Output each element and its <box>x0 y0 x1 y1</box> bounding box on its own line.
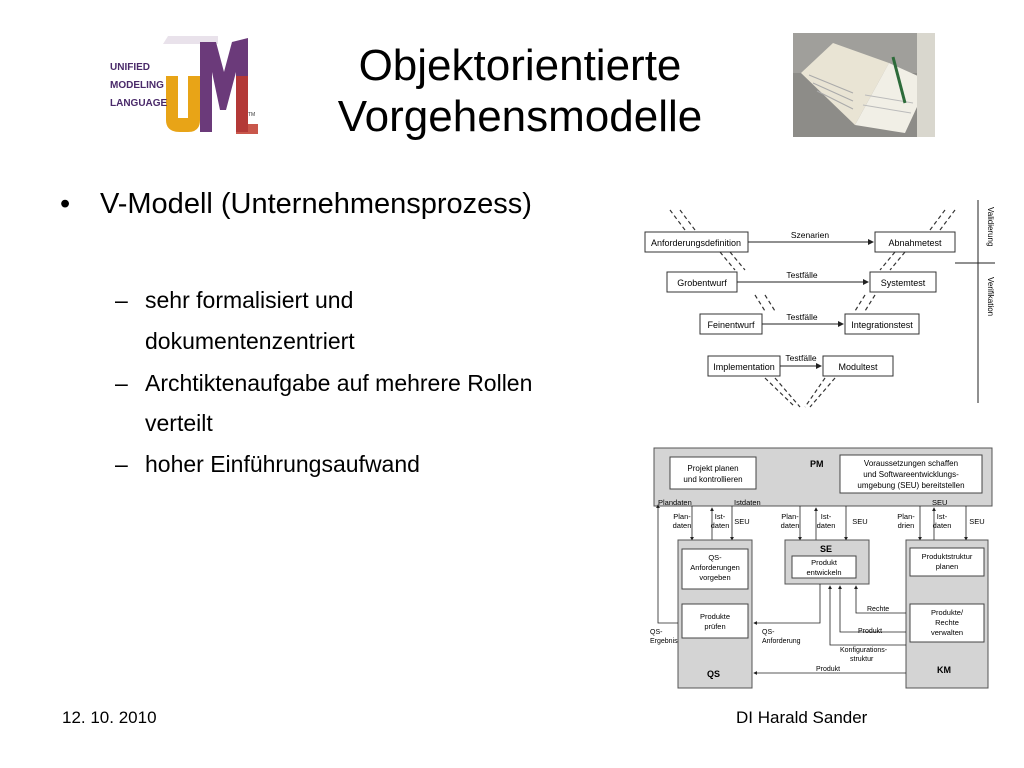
pm-box2-line1: Voraussetzungen schaffen <box>864 459 958 468</box>
col-ist-2a: Ist- <box>821 512 832 521</box>
bar-seu: SEU <box>932 498 947 507</box>
col-plan-3b: drien <box>898 521 915 530</box>
col-seu-3: SEU <box>969 517 984 526</box>
v-left-1: Anforderungsdefinition <box>651 238 741 248</box>
pm-box1-line2: und kontrollieren <box>683 475 742 484</box>
flow-qs-anf-1: QS- <box>762 629 775 636</box>
v-arrow-2: Testfälle <box>786 270 817 280</box>
bar-plandaten: Plandaten <box>658 498 692 507</box>
col-ist-1b: daten <box>711 521 730 530</box>
flow-produkt-1: Produkt <box>858 628 882 635</box>
col-plan-1b: daten <box>673 521 692 530</box>
km-box2-line1: Produkte/ <box>931 608 964 617</box>
pm-box2-line2: und Softwareentwicklungs- <box>863 470 959 479</box>
bullet-dot: • <box>60 188 71 220</box>
v-model-diagram: Anforderungsdefinition Grobentwurf Feine… <box>644 200 995 408</box>
km-box1-line1: Produktstruktur <box>922 552 973 561</box>
process-diagram: PM Projekt planen und kontrollieren Vora… <box>650 447 993 689</box>
qs-box2-line2: prüfen <box>704 622 725 631</box>
se-box-line1: Produkt <box>811 558 838 567</box>
v-right-1: Abnahmetest <box>888 238 942 248</box>
sub-dash: – <box>115 451 128 477</box>
km-label: KM <box>937 665 951 675</box>
pm-label: PM <box>810 459 824 469</box>
v-right-2: Systemtest <box>881 278 926 288</box>
v-side-top: Validierung <box>986 207 995 246</box>
flow-qs-anf-2: Anforderung <box>762 638 801 645</box>
km-box2-line2: Rechte <box>935 618 959 627</box>
sub-item-1-line-2: dokumentenzentriert <box>145 328 355 354</box>
logo-text-3: LANGUAGE <box>110 98 168 109</box>
km-box1-line2: planen <box>936 562 959 571</box>
v-arrow-4: Testfälle <box>785 353 816 363</box>
flow-konfig-2: struktur <box>850 656 874 663</box>
col-ist-2b: daten <box>817 521 836 530</box>
bar-istdaten: Istdaten <box>734 498 761 507</box>
v-left-3: Feinentwurf <box>707 320 755 330</box>
sub-dash: – <box>115 370 128 396</box>
col-plan-2b: daten <box>781 521 800 530</box>
flow-produkt-2: Produkt <box>816 666 840 673</box>
flow-qs-ergebnis-1: QS- <box>650 629 663 636</box>
title-line-2: Vorgehensmodelle <box>337 92 703 141</box>
pm-box1-line1: Projekt planen <box>687 464 738 473</box>
v-arrow-1: Szenarien <box>791 230 830 240</box>
se-box-line2: entwickeln <box>806 568 841 577</box>
footer-date: 12. 10. 2010 <box>62 708 157 727</box>
v-right-4: Modultest <box>838 362 878 372</box>
col-seu-2: SEU <box>852 517 867 526</box>
title-line-1: Objektorientierte <box>358 41 682 90</box>
sub-item-2-line-2: verteilt <box>145 410 213 436</box>
v-left-2: Grobentwurf <box>677 278 727 288</box>
v-right-3: Integrationstest <box>851 320 913 330</box>
sub-dash: – <box>115 287 128 313</box>
footer-author: DI Harald Sander <box>736 708 868 727</box>
qs-label: QS <box>707 669 720 679</box>
qs-box1-line1: QS- <box>708 553 722 562</box>
logo-tm: TM <box>248 112 255 118</box>
bullet-text: V-Modell (Unternehmensprozess) <box>100 188 532 220</box>
v-left-4: Implementation <box>713 362 775 372</box>
col-ist-3a: Ist- <box>937 512 948 521</box>
page-title: Objektorientierte Vorgehensmodelle <box>260 40 780 142</box>
qs-box2-line1: Produkte <box>700 612 730 621</box>
flow-qs-ergebnis-2: Ergebnis <box>650 638 678 645</box>
sub-item-3-line-1: hoher Einführungsaufwand <box>145 451 420 477</box>
se-label: SE <box>820 544 832 554</box>
logo-text-2: MODELING <box>110 80 164 91</box>
book-photo <box>793 33 935 137</box>
v-side-bottom: Verifikation <box>986 277 995 316</box>
sub-item-1-line-1: sehr formalisiert und <box>145 287 354 313</box>
col-ist-1a: Ist- <box>715 512 726 521</box>
qs-box1-line2: Anforderungen <box>690 563 740 572</box>
flow-rechte: Rechte <box>867 606 889 613</box>
col-plan-1a: Plan- <box>673 512 691 521</box>
logo-text-1: UNIFIED <box>110 62 150 73</box>
qs-box1-line3: vorgeben <box>699 573 730 582</box>
sub-item-2-line-1: Archtiktenaufgabe auf mehrere Rollen <box>145 370 533 396</box>
col-plan-3a: Plan- <box>897 512 915 521</box>
pm-box2-line3: umgebung (SEU) bereitstellen <box>857 481 964 490</box>
col-seu-1: SEU <box>734 517 749 526</box>
km-box2-line3: verwalten <box>931 628 963 637</box>
flow-konfig-1: Konfigurations- <box>840 647 888 654</box>
col-plan-2a: Plan- <box>781 512 799 521</box>
col-ist-3b: daten <box>933 521 952 530</box>
v-arrow-3: Testfälle <box>786 312 817 322</box>
uml-logo: UNIFIED MODELING LANGUAGE TM <box>110 36 258 134</box>
